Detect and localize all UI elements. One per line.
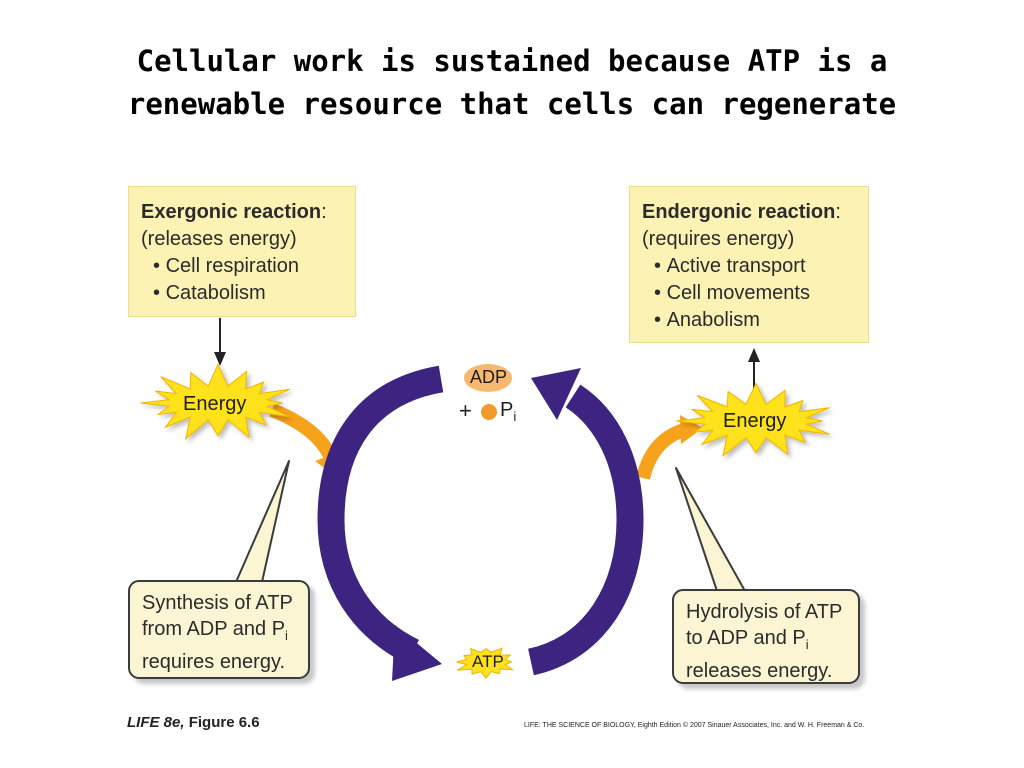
synthesis-callout: Synthesis of ATP from ADP and Pi require… [128,580,310,679]
adp-oval [464,364,512,392]
endergonic-subtitle: (requires energy) [642,228,795,250]
synthesis-subscript: i [285,628,288,643]
endergonic-colon: : [835,201,841,223]
atp-synthesis-arrow [317,365,444,681]
title-line-1: Cellular work is sustained because ATP i… [136,44,888,78]
slide-title: Cellular work is sustained because ATP i… [0,40,1024,126]
atp-hydrolysis-arrow [527,368,644,676]
synthesis-callout-tail [235,460,290,583]
phosphate-label: Pi [500,399,516,424]
list-item: Anabolism [654,307,868,334]
synthesis-line-1: Synthesis of ATP [142,592,293,614]
list-item: Active transport [654,253,868,280]
hydrolysis-subscript: i [805,637,809,652]
exergonic-list: Cell respiration Catabolism [141,253,355,307]
adp-label: ADP [470,367,508,387]
copyright-line: LIFE: THE SCIENCE OF BIOLOGY, Eighth Edi… [524,722,865,729]
list-item: Cell respiration [153,253,355,280]
figure-book-name: LIFE 8e, [127,714,185,731]
energy-output-arrow [636,415,703,480]
title-line-2: renewable resource that cells can regene… [127,87,897,121]
hydrolysis-line-1: Hydrolysis of ATP [686,601,843,623]
exergonic-reaction-box: Exergonic reaction: (releases energy) Ce… [128,186,356,317]
phosphate-letter: P [500,399,514,421]
hydrolysis-callout-tail [675,467,746,592]
exergonic-subtitle: (releases energy) [141,228,297,250]
list-item: Catabolism [153,280,355,307]
figure-caption: LIFE 8e, Figure 6.6 [127,714,260,731]
figure-number: Figure 6.6 [184,714,260,731]
energy-label-right: Energy [723,410,787,432]
atp-starburst [456,647,515,679]
hydrolysis-line-2: to ADP and Pi [686,625,858,658]
endergonic-list: Active transport Cell movements Anabolis… [642,253,868,334]
exergonic-colon: : [321,201,327,223]
exergonic-down-arrow [214,318,226,366]
energy-starburst-right [676,382,830,458]
list-item: Cell movements [654,280,868,307]
phosphate-dot [481,404,497,420]
endergonic-reaction-box: Endergonic reaction: (requires energy) A… [629,186,869,343]
synthesis-line-2-text: from ADP and P [142,618,286,640]
endergonic-heading: Endergonic reaction [642,201,836,223]
exergonic-heading: Exergonic reaction [141,201,322,223]
synthesis-line-3: requires energy. [142,651,286,673]
hydrolysis-line-2-text: to ADP and P [686,627,806,649]
plus-sign: + [459,398,472,423]
energy-label-left: Energy [183,393,247,415]
atp-label: ATP [472,652,504,671]
hydrolysis-callout: Hydrolysis of ATP to ADP and Pi releases… [672,589,860,684]
synthesis-line-2: from ADP and Pi [142,616,308,649]
energy-starburst-left [140,363,290,441]
phosphate-subscript: i [513,409,517,424]
hydrolysis-line-3: releases energy. [686,660,833,682]
